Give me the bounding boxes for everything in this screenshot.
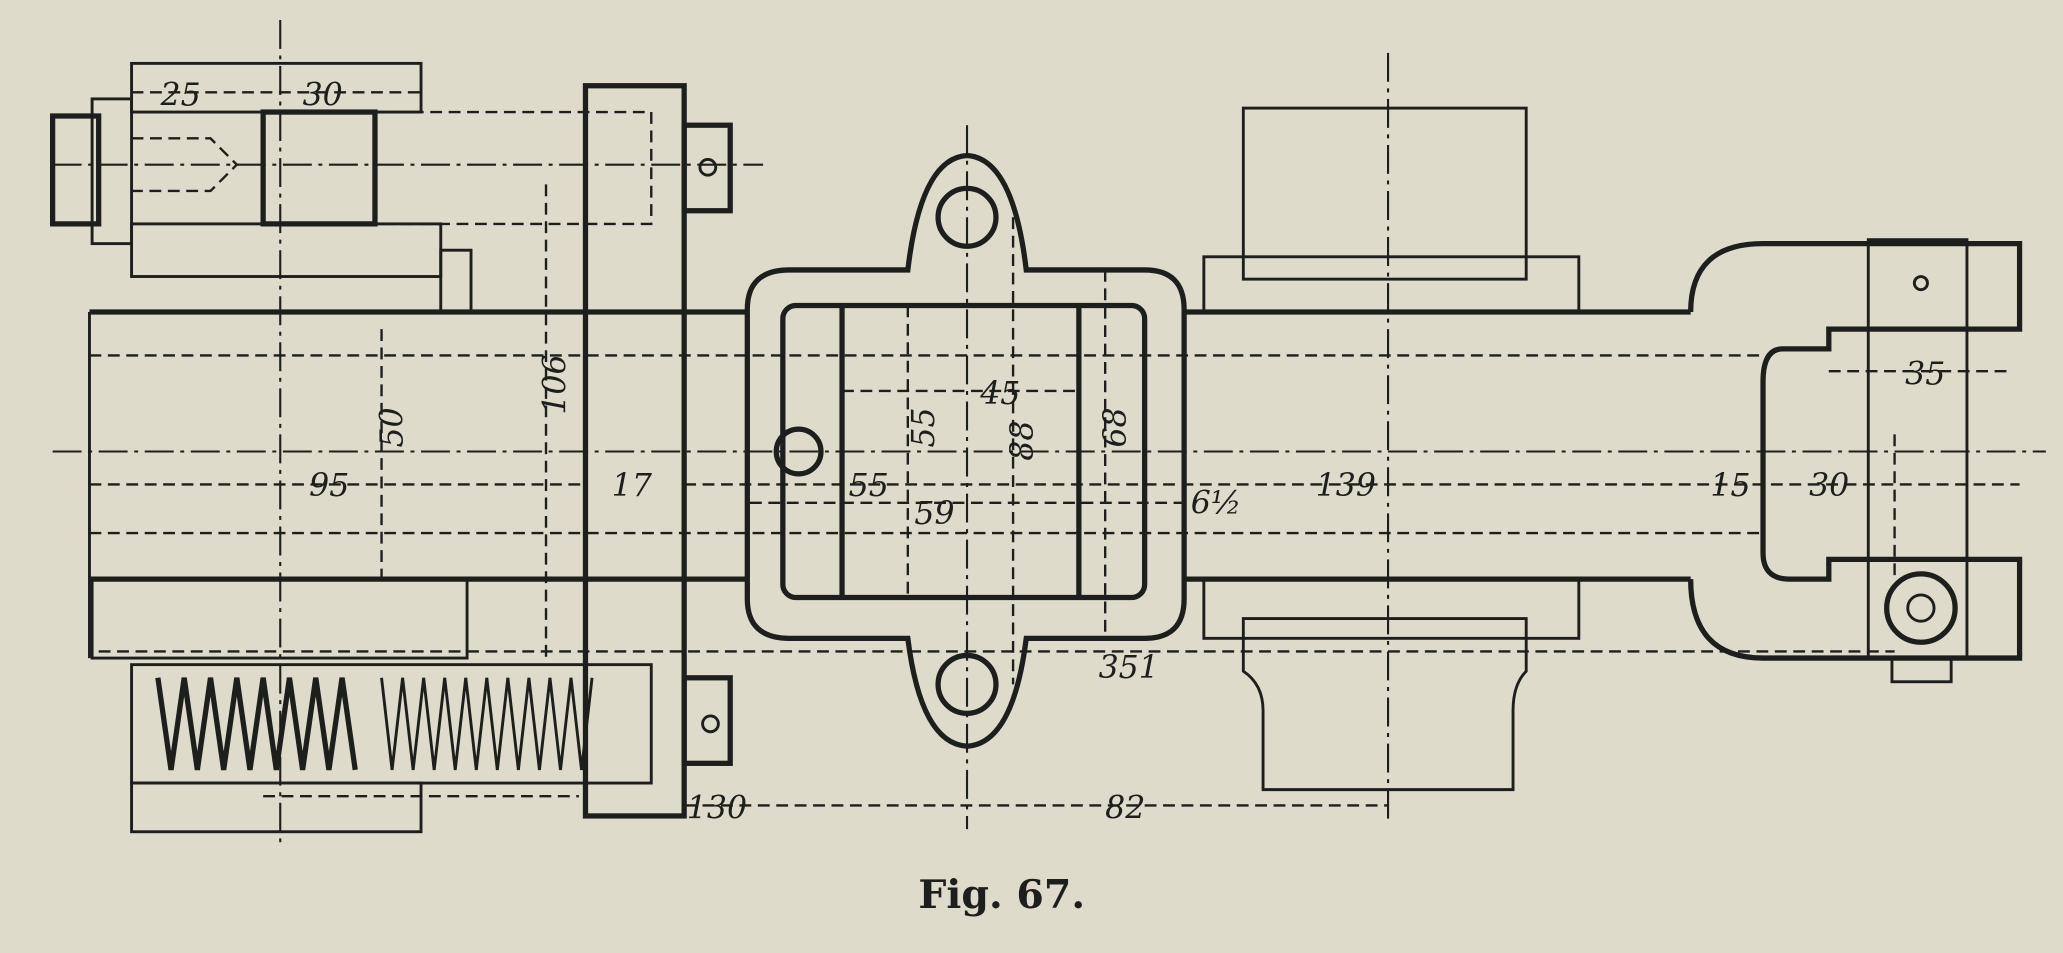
dim-17: 17 bbox=[612, 468, 653, 504]
bolt-head bbox=[49, 113, 102, 227]
dim-130: 130 bbox=[687, 791, 747, 827]
bottom-lug-hole bbox=[935, 652, 999, 716]
left-lower-assembly bbox=[90, 577, 733, 834]
dimension-lines bbox=[89, 91, 2020, 807]
center-lines bbox=[52, 19, 2046, 843]
vertical-plate bbox=[582, 83, 687, 819]
dim-106: 106 bbox=[538, 354, 574, 414]
dim-6-half: 6½ bbox=[1191, 485, 1242, 521]
figure-caption: Fig. 67. bbox=[918, 872, 1085, 918]
dim-68: 68 bbox=[1098, 407, 1134, 447]
dim-30-right: 30 bbox=[1809, 468, 1849, 504]
dim-55-horizontal: 55 bbox=[849, 468, 889, 504]
left-upper-assembly bbox=[49, 61, 733, 819]
dim-50: 50 bbox=[375, 407, 411, 447]
top-lug-hole bbox=[935, 185, 999, 249]
dim-55-vertical: 55 bbox=[906, 407, 942, 447]
dim-35: 35 bbox=[1905, 356, 1945, 392]
central-frame bbox=[744, 152, 1187, 749]
dim-30-top: 30 bbox=[303, 77, 343, 113]
dim-59: 59 bbox=[914, 496, 954, 532]
dim-82: 82 bbox=[1105, 791, 1145, 827]
nut-top bbox=[681, 122, 733, 214]
dim-139: 139 bbox=[1316, 468, 1376, 504]
dim-95: 95 bbox=[309, 468, 349, 504]
dim-25: 25 bbox=[160, 77, 201, 113]
dim-15: 15 bbox=[1710, 468, 1750, 504]
nut-bottom bbox=[681, 675, 733, 766]
dim-88: 88 bbox=[1005, 421, 1041, 461]
dim-45: 45 bbox=[979, 376, 1020, 412]
bearing-blocks bbox=[1202, 106, 1581, 792]
dim-351: 351 bbox=[1099, 650, 1159, 686]
oil-hole bbox=[773, 426, 824, 477]
spring bbox=[155, 677, 358, 771]
dimension-labels: 25 30 50 106 95 17 55 45 55 88 68 59 6½ … bbox=[160, 77, 1946, 918]
